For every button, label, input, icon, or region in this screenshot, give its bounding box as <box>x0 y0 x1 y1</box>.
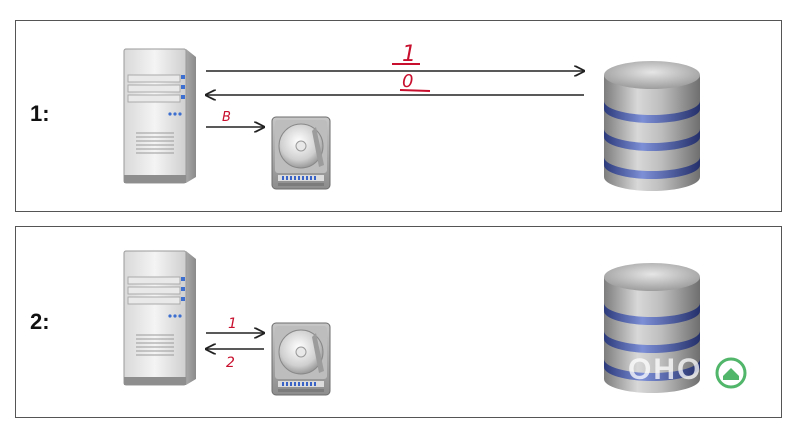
hard-drive-icon <box>271 116 331 190</box>
panel-label: 1: <box>30 101 50 126</box>
server-icon <box>123 250 197 386</box>
database-icon <box>604 61 700 191</box>
annotation-underline <box>399 89 431 92</box>
panel-label: 2: <box>30 309 50 334</box>
panel-1-diagram: 1 0 B <box>123 42 700 191</box>
arrow-label: 2 <box>226 355 235 371</box>
arrow-label: B <box>222 110 231 125</box>
arrow-label: 0 <box>402 71 413 92</box>
arrow-label: 1 <box>402 42 416 67</box>
hard-drive-icon <box>271 322 331 396</box>
scenario-panel-1: 1: 1 0 B <box>15 20 782 212</box>
scenario-panel-2: 2: 1 2 OHO <box>15 226 782 418</box>
watermark-text: OHO <box>628 353 703 386</box>
panel-2-diagram: 1 2 <box>123 250 747 396</box>
home-icon <box>723 368 739 380</box>
server-icon <box>123 48 197 184</box>
arrow-label: 1 <box>228 316 237 332</box>
